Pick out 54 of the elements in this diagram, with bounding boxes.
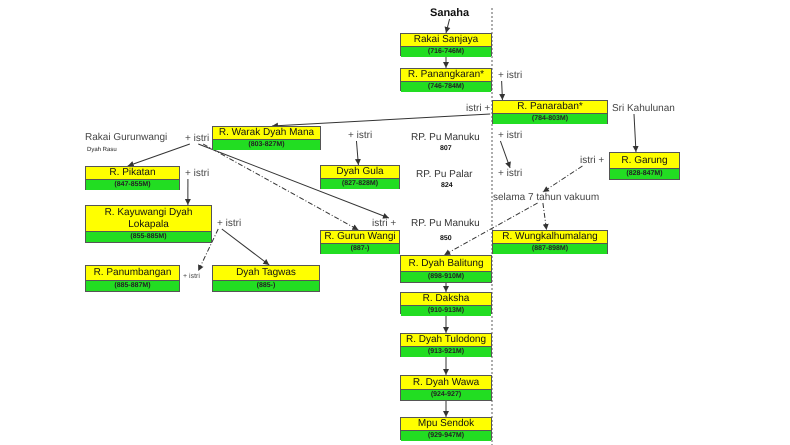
ruler-box bbox=[85, 205, 212, 243]
ruler-box bbox=[400, 68, 492, 91]
ruler-box bbox=[400, 255, 492, 283]
ruler-box bbox=[400, 292, 492, 314]
arrow bbox=[184, 178, 191, 206]
ruler-box bbox=[85, 166, 180, 190]
regent-label: RP. Pu Manuku bbox=[411, 218, 480, 229]
person-label: + istri bbox=[185, 133, 210, 144]
regent-label: RP. Pu Manuku bbox=[411, 132, 480, 143]
person-label: istri + bbox=[372, 218, 396, 229]
arrow bbox=[443, 356, 449, 376]
person-label: + istri bbox=[498, 130, 522, 141]
arrow bbox=[198, 144, 390, 219]
ruler-box bbox=[400, 375, 492, 401]
arrow bbox=[271, 114, 491, 129]
person-label: Sri Kahulunan bbox=[612, 103, 675, 114]
person-label: Sanaha bbox=[430, 8, 470, 19]
arrow bbox=[499, 80, 506, 100]
arrow bbox=[444, 202, 538, 256]
arrow bbox=[542, 166, 583, 192]
ruler-box bbox=[492, 230, 608, 254]
arrow bbox=[443, 56, 449, 68]
ruler-box bbox=[400, 333, 492, 357]
arrow bbox=[542, 202, 549, 230]
arrow bbox=[202, 144, 359, 230]
ruler-box bbox=[400, 417, 492, 440]
arrow bbox=[443, 314, 449, 334]
arrow bbox=[500, 140, 511, 168]
person-label: + istri bbox=[348, 130, 372, 141]
arrow bbox=[221, 228, 270, 266]
person-label: istri + bbox=[466, 103, 490, 114]
arrow bbox=[443, 400, 449, 418]
person-label: + istri bbox=[498, 168, 522, 179]
arrow bbox=[632, 114, 639, 152]
ruler-box bbox=[609, 152, 680, 180]
ruler-box bbox=[400, 33, 492, 56]
arrow bbox=[198, 228, 219, 272]
person-label: + istri bbox=[217, 218, 242, 229]
ruler-box bbox=[320, 230, 400, 254]
person-label: + istri bbox=[185, 168, 210, 179]
person-label: Rakai Gurunwangi bbox=[85, 132, 168, 143]
arrow bbox=[354, 140, 361, 166]
person-label: istri + bbox=[580, 155, 604, 166]
arrow bbox=[443, 282, 449, 292]
arrow bbox=[127, 144, 190, 167]
ruler-box bbox=[492, 100, 608, 124]
ruler-box bbox=[212, 265, 320, 292]
ruler-box bbox=[320, 165, 400, 189]
ruler-box bbox=[212, 126, 321, 150]
ruler-box bbox=[85, 265, 180, 292]
person-label: selama 7 tahun vakuum bbox=[493, 192, 600, 203]
person-label: + istri bbox=[498, 70, 522, 81]
arrow bbox=[444, 18, 450, 34]
regent-label: RP. Pu Palar bbox=[416, 169, 473, 180]
